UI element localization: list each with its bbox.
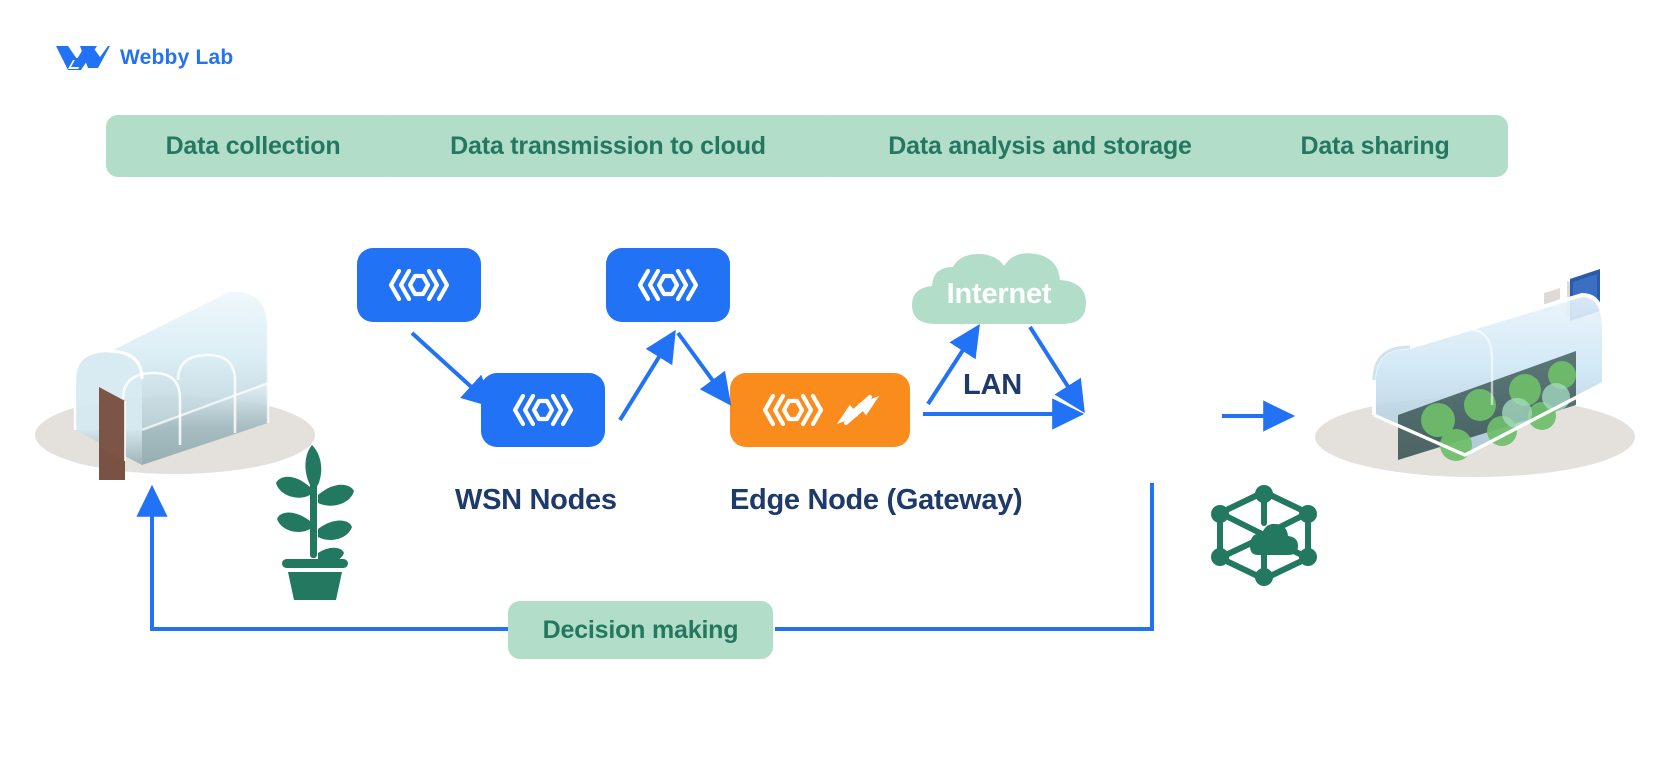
stage-pill-data-collection[interactable]: Data collection <box>106 115 400 177</box>
brand-logo[interactable]: Webby Lab <box>54 42 233 74</box>
stage-pill-label: Data transmission to cloud <box>450 131 766 160</box>
caption-wsn-nodes: WSN Nodes <box>455 484 617 516</box>
wsn-node-b[interactable] <box>481 373 605 447</box>
stage-pill-data-sharing[interactable]: Data sharing <box>1242 115 1508 177</box>
edge-node-gateway[interactable] <box>730 373 910 447</box>
caption-edge-node: Edge Node (Gateway) <box>730 484 1023 516</box>
wsn-node-c[interactable] <box>606 248 730 322</box>
greenhouse-empty-illustration <box>30 275 320 500</box>
code-brackets-hexagon-icon <box>510 388 576 432</box>
code-brackets-hexagon-icon <box>635 263 701 307</box>
bidirectional-exchange-icon <box>836 390 880 430</box>
cloud-network-hexagon-icon <box>1208 483 1320 588</box>
arrow-node-b-to-node-c <box>618 329 676 422</box>
code-brackets-hexagon-icon <box>760 388 826 432</box>
potted-plant-icon <box>262 425 367 600</box>
stage-pill-label: Data sharing <box>1300 131 1450 160</box>
stage-pill-data-analysis[interactable]: Data analysis and storage <box>816 115 1264 177</box>
webbylab-chevron-logo-icon <box>54 42 110 74</box>
cloud-shape-icon <box>912 253 1086 324</box>
greenhouse-with-plants-illustration <box>1270 255 1650 485</box>
lan-label: LAN <box>963 369 1023 401</box>
decision-making-label: Decision making <box>542 615 739 644</box>
internet-cloud[interactable]: Internet <box>908 248 1090 326</box>
decision-making-pill[interactable]: Decision making <box>508 601 773 659</box>
wsn-node-a[interactable] <box>357 248 481 322</box>
arrow-node-a-to-node-b <box>410 331 495 408</box>
arrow-internet-to-lan <box>1028 325 1085 414</box>
stage-pill-data-transmission[interactable]: Data transmission to cloud <box>380 115 836 177</box>
stage-pill-label: Data collection <box>165 131 341 160</box>
brand-name: Webby Lab <box>120 46 234 69</box>
code-brackets-hexagon-icon <box>386 263 452 307</box>
stage-pill-label: Data analysis and storage <box>888 131 1192 160</box>
internet-cloud-label: Internet <box>946 277 1052 310</box>
arrow-node-c-to-edge <box>676 331 732 406</box>
